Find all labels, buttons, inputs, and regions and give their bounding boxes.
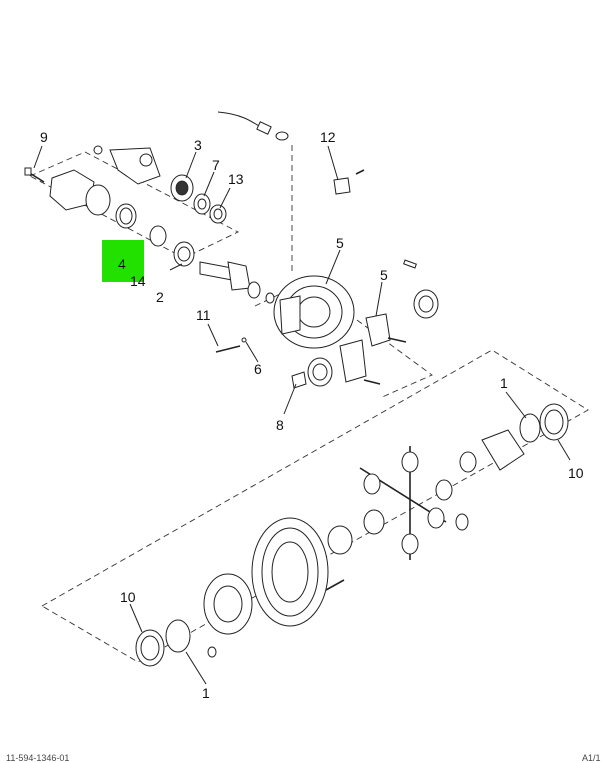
lock-8 (291, 371, 307, 389)
callout-12[interactable]: 12 (320, 129, 336, 145)
callout-10-right[interactable]: 10 (568, 465, 584, 481)
flange-seal (85, 184, 111, 216)
washer-14 (149, 225, 167, 247)
bearing-cap-upper (365, 313, 391, 347)
thrust-washer (427, 507, 445, 529)
bearing-1-right (519, 413, 541, 443)
sensor-plug (256, 121, 272, 135)
cup-10-right (539, 403, 569, 441)
adjuster-lower (307, 357, 333, 387)
clip-6 (241, 337, 247, 343)
bearing-1-left (165, 619, 191, 653)
sensor-connector (275, 131, 289, 141)
sensor-wire (217, 111, 263, 129)
side-gear-upper (401, 451, 419, 473)
bearing-2 (173, 241, 195, 267)
ring-bolt (325, 579, 345, 591)
callout-13[interactable]: 13 (228, 171, 244, 187)
upper-group-outline (28, 151, 240, 259)
seal-inner (119, 207, 133, 225)
bracket-12 (333, 177, 351, 195)
callout-11[interactable]: 11 (196, 307, 211, 323)
nut-top (93, 145, 103, 155)
figure-id: 11-594-1346-01 (6, 753, 70, 763)
differential-group-outline (41, 349, 589, 663)
pinion-mate-left (363, 473, 381, 495)
bearing-7 (193, 193, 211, 215)
ring-gear (251, 517, 329, 627)
callout-9[interactable]: 9 (40, 129, 48, 145)
callout-5-housing[interactable]: 5 (336, 235, 344, 251)
pin-11 (215, 345, 241, 353)
callout-7[interactable]: 7 (212, 157, 220, 173)
diff-case-right (481, 429, 525, 471)
page-ref: A1/1 (582, 753, 601, 763)
pinion-gear (227, 261, 251, 291)
callout-1-left[interactable]: 1 (202, 685, 210, 701)
diff-case-left (203, 573, 253, 635)
callout-10-left[interactable]: 10 (120, 589, 136, 605)
callout-14[interactable]: 14 (130, 273, 146, 289)
callout-5-cap[interactable]: 5 (380, 267, 388, 283)
pinion-mate-right (435, 479, 453, 501)
callout-6[interactable]: 6 (254, 361, 262, 377)
side-gear-left (363, 509, 385, 535)
callout-8[interactable]: 8 (276, 417, 284, 433)
adjuster-upper (413, 289, 439, 319)
callout-4[interactable]: 4 (118, 256, 126, 272)
bearing-cap-lower (339, 339, 367, 383)
pinion-shaft (199, 261, 233, 281)
side-gear-lower (401, 533, 419, 555)
bolt-9-head (24, 167, 32, 176)
yoke-top (109, 147, 161, 185)
bearing-13 (209, 204, 227, 224)
highlighted-part-box[interactable] (102, 240, 144, 282)
callout-3[interactable]: 3 (194, 137, 202, 153)
cup-10-left (135, 629, 165, 667)
callout-2[interactable]: 2 (156, 289, 164, 305)
callout-1-right[interactable]: 1 (500, 375, 508, 391)
